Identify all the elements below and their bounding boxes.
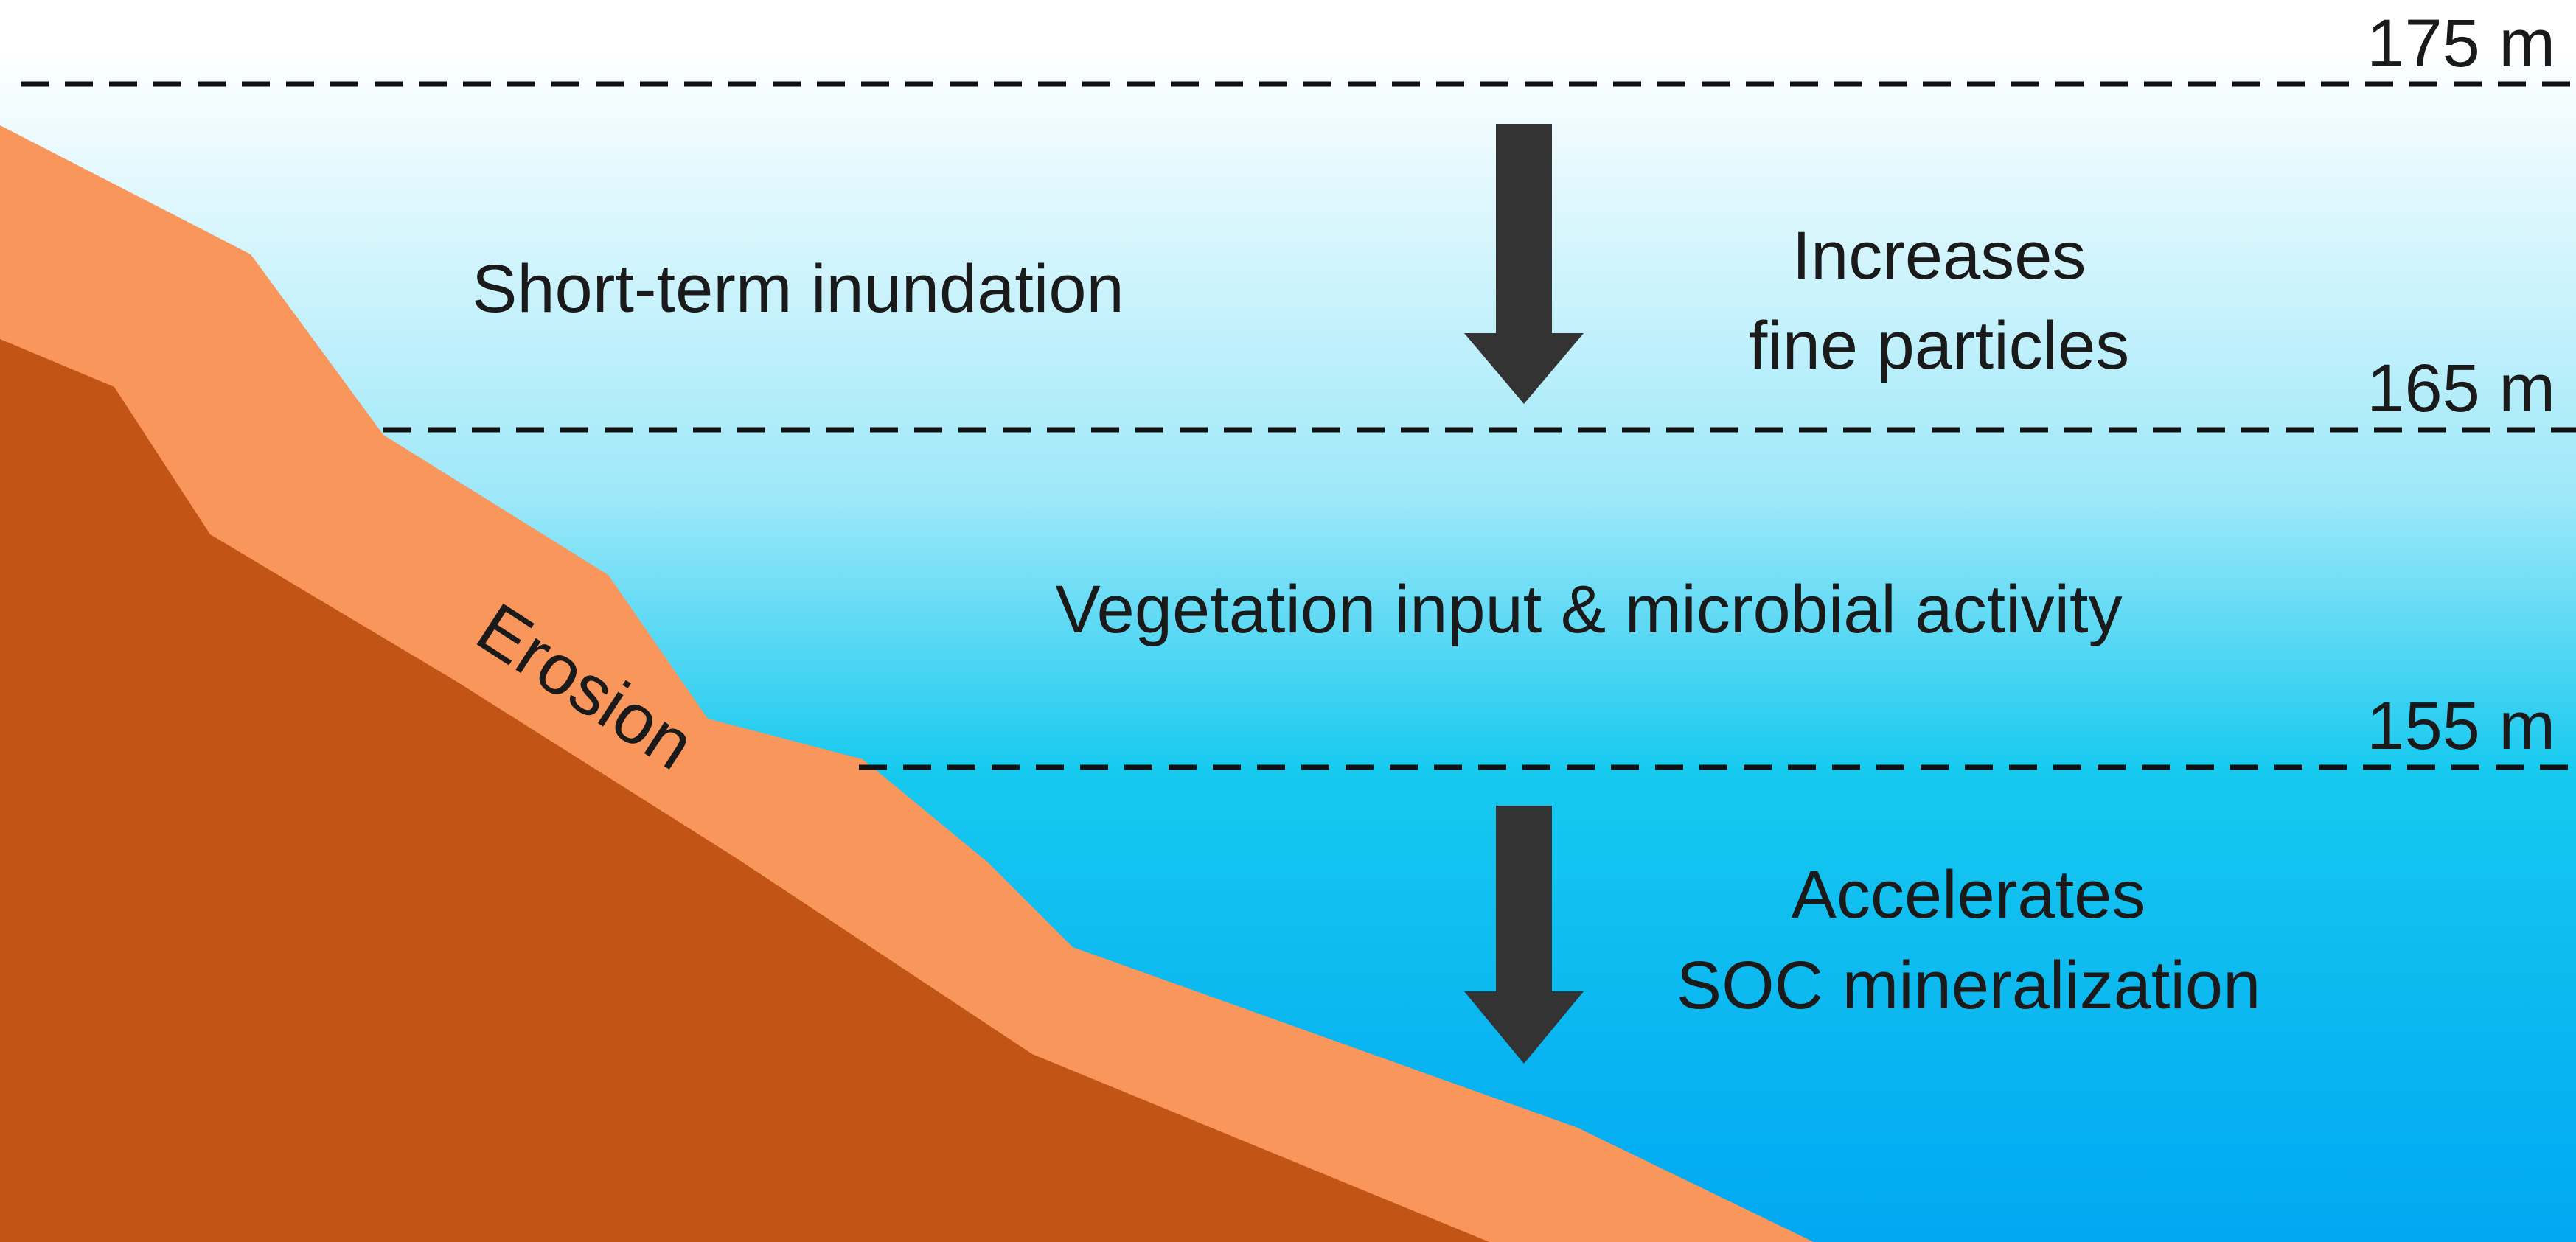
bedrock-slope: [0, 339, 1489, 1242]
level-label-155: 155 m: [2367, 688, 2555, 764]
effect-lower-line2: SOC mineralization: [1677, 948, 2261, 1023]
down-arrow-icon: [1464, 124, 1584, 404]
effect-lower-line1: Accelerates: [1792, 857, 2146, 932]
vegetation-label: Vegetation input & microbial activity: [1055, 572, 2122, 647]
down-arrow-icon: [1464, 806, 1584, 1064]
effect-upper-line2: fine particles: [1749, 308, 2129, 383]
level-label-165: 165 m: [2367, 351, 2555, 426]
effect-upper-line1: Increases: [1792, 218, 2086, 293]
level-label-175: 175 m: [2367, 6, 2555, 81]
inundation-label: Short-term inundation: [472, 251, 1124, 327]
